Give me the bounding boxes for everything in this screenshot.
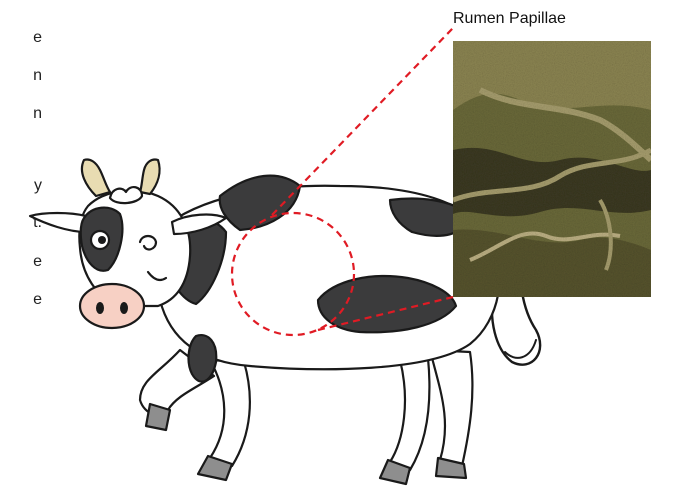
cow-tuft xyxy=(110,187,142,203)
cow-nose xyxy=(80,284,144,328)
cow-front-leg xyxy=(210,360,250,466)
cow-tail xyxy=(492,290,540,365)
cow-horn-right xyxy=(140,159,160,194)
papillae-photo xyxy=(453,41,651,297)
cow-horn-left xyxy=(82,159,110,196)
body-patch-leg xyxy=(189,335,217,381)
cow-ear-left xyxy=(30,213,86,232)
cow-back-leg xyxy=(430,350,472,466)
hoof-front-2 xyxy=(146,404,170,430)
